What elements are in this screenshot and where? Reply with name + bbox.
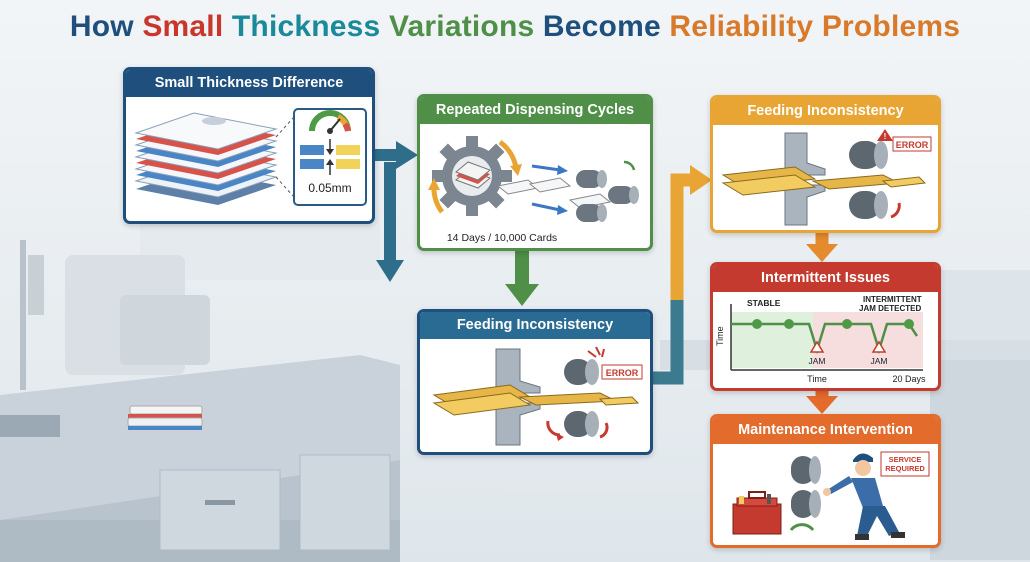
x-axis-end: 20 Days [892, 374, 926, 384]
step-card-thickness: Small Thickness Difference [123, 67, 375, 224]
step-title: Small Thickness Difference [126, 70, 372, 97]
dispensing-cycle-illustration: 14 Days / 10,000 Cards [428, 136, 639, 244]
jam-label-2: JAM [871, 356, 888, 366]
step-title: Maintenance Intervention [713, 417, 938, 444]
title-part-variations: Variations [388, 10, 543, 43]
gear-icon [432, 136, 512, 216]
page-title: How Small Thickness Variations Become Re… [0, 10, 1030, 44]
card-stack-illustration: 0.05mm [134, 108, 367, 206]
step-title: Feeding Inconsistency [420, 312, 650, 339]
technician-figure [823, 453, 905, 540]
error-badge: ERROR [896, 140, 929, 150]
thickness-measurement: 0.05mm [308, 181, 351, 195]
feeding-jam-illustration-2: ! ERROR [721, 129, 932, 226]
title-part-thickness: Thickness [231, 10, 389, 43]
y-axis-label: Time [715, 326, 725, 346]
title-part-small: Small [142, 10, 232, 43]
title-part-reliability: Reliability Problems [669, 10, 961, 43]
step-title: Repeated Dispensing Cycles [420, 97, 650, 124]
error-badge: ERROR [606, 368, 639, 378]
title-part-how: How [69, 10, 143, 43]
step-card-dispensing: Repeated Dispensing Cycles [417, 94, 653, 251]
title-part-become: Become [542, 10, 670, 43]
step-card-feeding-1: Feeding Inconsistency ERROR [417, 309, 653, 455]
step-card-feeding-2: Feeding Inconsistency ! ERROR [710, 95, 941, 233]
feeding-jam-illustration: ERROR [432, 346, 643, 446]
step-card-intermittent: Intermittent Issues Time STABLE INTERMIT… [710, 262, 941, 391]
stable-label: STABLE [747, 298, 781, 308]
toolbox-icon [732, 491, 782, 535]
step-title: Intermittent Issues [713, 265, 938, 292]
step-title: Feeding Inconsistency [713, 98, 938, 125]
x-axis-label: Time [807, 374, 827, 384]
arrow-3-to-4 [648, 173, 692, 385]
step-card-maintenance: Maintenance Intervention [710, 414, 941, 548]
cycle-caption: 14 Days / 10,000 Cards [447, 232, 557, 244]
jam-label-1: JAM [809, 356, 826, 366]
svg-text:!: ! [884, 132, 887, 141]
